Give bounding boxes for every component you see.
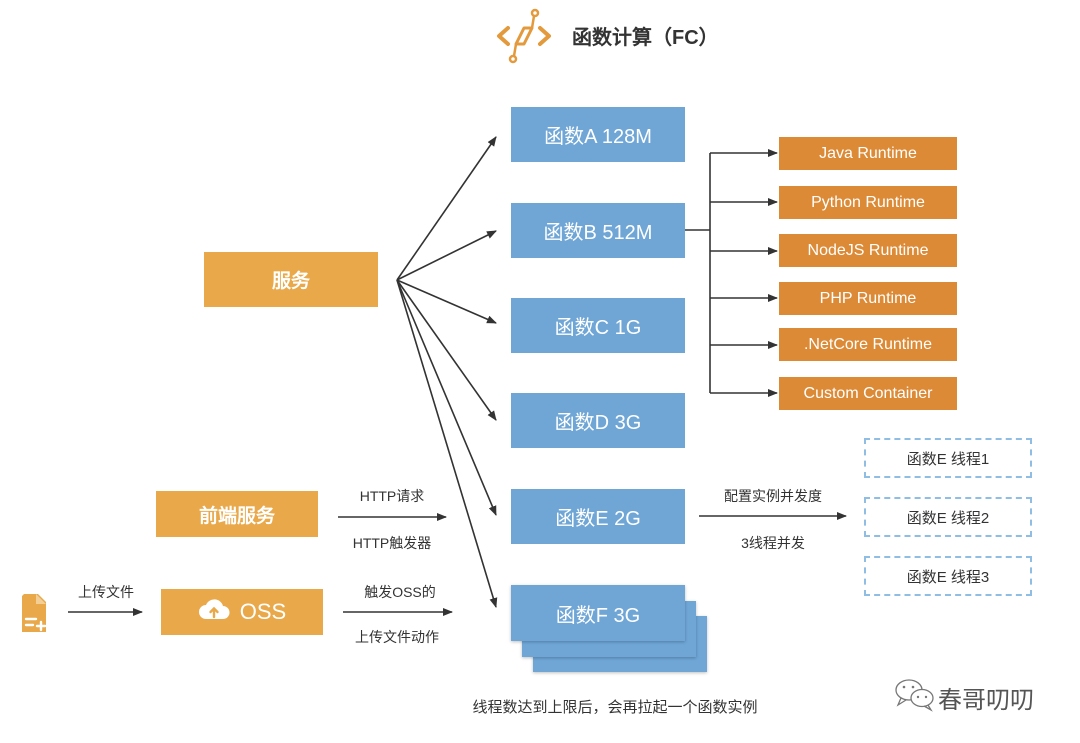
function-box-a: 函数A 128M — [511, 107, 685, 162]
arrow-service-to-a — [396, 136, 497, 281]
thread-box-1: 函数E 线程1 — [864, 438, 1032, 478]
thread-label: 函数E 线程1 — [906, 450, 990, 468]
page-title: 函数计算（FC） — [572, 27, 719, 49]
thread-label: 函数E 线程2 — [906, 509, 990, 527]
thread-label: 函数E 线程3 — [906, 568, 990, 586]
runtime-custom-container: Custom Container — [779, 377, 957, 410]
function-compute-logo-icon — [494, 8, 554, 64]
service-label: 服务 — [271, 271, 310, 292]
label-upload-file: 上传文件 — [78, 584, 134, 600]
runtime-label: PHP Runtime — [819, 289, 917, 307]
footnote: 线程数达到上限后，会再拉起一个函数实例 — [472, 699, 758, 716]
function-label-b: 函数B 512M — [543, 222, 653, 244]
runtime-label: Java Runtime — [819, 144, 917, 162]
oss-label: OSS — [239, 599, 287, 624]
runtime-label: .NetCore Runtime — [803, 335, 933, 353]
arrow-service-to-c — [396, 279, 497, 324]
oss-box: OSS — [161, 589, 323, 635]
runtime-python: Python Runtime — [779, 186, 957, 219]
runtime-label: Python Runtime — [811, 193, 925, 211]
function-box-e: 函数E 2G — [511, 489, 685, 544]
thread-box-2: 函数E 线程2 — [864, 497, 1032, 537]
function-label-c: 函数C 1G — [554, 317, 642, 339]
cloud-upload-icon — [198, 597, 230, 627]
function-label-a: 函数A 128M — [544, 126, 652, 148]
runtime-java: Java Runtime — [779, 137, 957, 170]
label-oss-trigger-bottom: 上传文件动作 — [355, 629, 439, 645]
arrow-service-to-f — [396, 279, 498, 608]
arrow-service-to-b — [396, 230, 497, 281]
function-box-b: 函数B 512M — [511, 203, 685, 258]
function-label-d: 函数D 3G — [554, 412, 642, 434]
file-add-icon — [18, 592, 50, 634]
label-oss-trigger-top: 触发OSS的 — [364, 584, 436, 600]
arrow-service-to-e — [396, 279, 497, 516]
frontend-service-box: 前端服务 — [156, 491, 318, 537]
frontend-service-label: 前端服务 — [198, 505, 275, 527]
runtime-nodejs: NodeJS Runtime — [779, 234, 957, 267]
label-http-request: HTTP请求 — [359, 488, 425, 504]
function-label-e: 函数E 2G — [555, 508, 641, 530]
runtime-label: Custom Container — [803, 384, 933, 402]
function-box-c: 函数C 1G — [511, 298, 685, 353]
runtime-php: PHP Runtime — [779, 282, 957, 315]
label-http-trigger: HTTP触发器 — [352, 535, 432, 551]
thread-box-3: 函数E 线程3 — [864, 556, 1032, 596]
watermark-text: 春哥叨叨 — [938, 686, 1034, 714]
label-concurrency-top: 配置实例并发度 — [724, 488, 822, 504]
wechat-icon — [893, 676, 937, 712]
label-concurrency-bottom: 3线程并发 — [741, 535, 805, 551]
service-box: 服务 — [204, 252, 378, 307]
function-box-f: 函数F 3G — [511, 585, 685, 641]
arrow-service-to-d — [396, 279, 497, 421]
function-label-f: 函数F 3G — [555, 604, 641, 627]
function-box-d: 函数D 3G — [511, 393, 685, 448]
runtime-label: NodeJS Runtime — [807, 241, 929, 259]
runtime-netcore: .NetCore Runtime — [779, 328, 957, 361]
